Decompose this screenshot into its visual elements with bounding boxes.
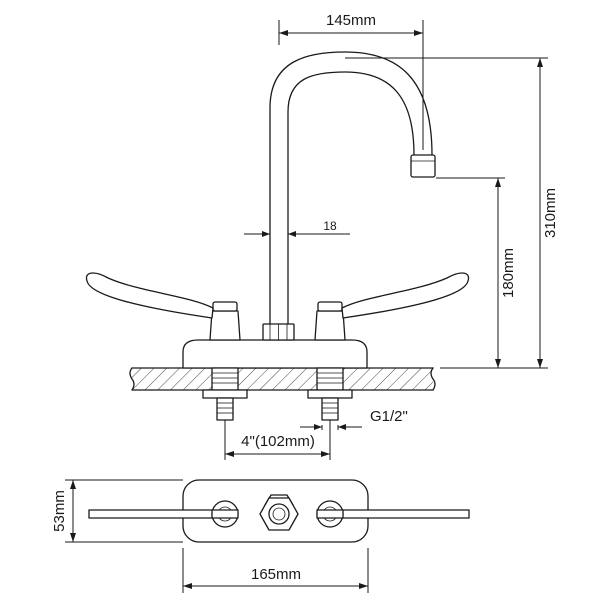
spout-diameter-label: 18: [323, 219, 337, 233]
counter-deck: [129, 367, 436, 391]
dim-spout-diameter: 18: [244, 219, 350, 237]
dim-base-depth: 53mm: [51, 479, 183, 543]
plan-view: [88, 479, 470, 543]
dim-spout-reach: 145mm: [278, 12, 424, 150]
dim-center-spacing: 4"(102mm): [224, 420, 331, 460]
right-lever-handle: [314, 272, 470, 341]
spout-reach-label: 145mm: [326, 12, 376, 29]
left-lever-handle: [85, 272, 241, 341]
dim-base-width: 165mm: [182, 548, 369, 593]
dim-spout-height: 180mm: [436, 177, 517, 368]
base-depth-label: 53mm: [51, 490, 68, 532]
spout-nut: [262, 323, 295, 341]
dim-total-height: 310mm: [345, 57, 559, 369]
left-shank: [202, 367, 248, 421]
right-shank: [307, 367, 353, 421]
thread-label: G1/2": [370, 408, 408, 425]
front-elevation: [85, 51, 470, 421]
base-width-label: 165mm: [251, 566, 301, 583]
spout-height-label: 180mm: [500, 248, 517, 298]
dim-thread: G1/2": [300, 408, 408, 430]
plan-right-valve: [316, 500, 344, 528]
plan-spout-nut: [259, 494, 299, 531]
plan-right-lever: [321, 509, 470, 519]
total-height-label: 310mm: [542, 188, 559, 238]
gooseneck-spout: [269, 51, 436, 325]
plan-left-valve: [211, 500, 239, 528]
faucet-base: [182, 339, 368, 369]
center-spacing-label: 4"(102mm): [241, 433, 315, 450]
